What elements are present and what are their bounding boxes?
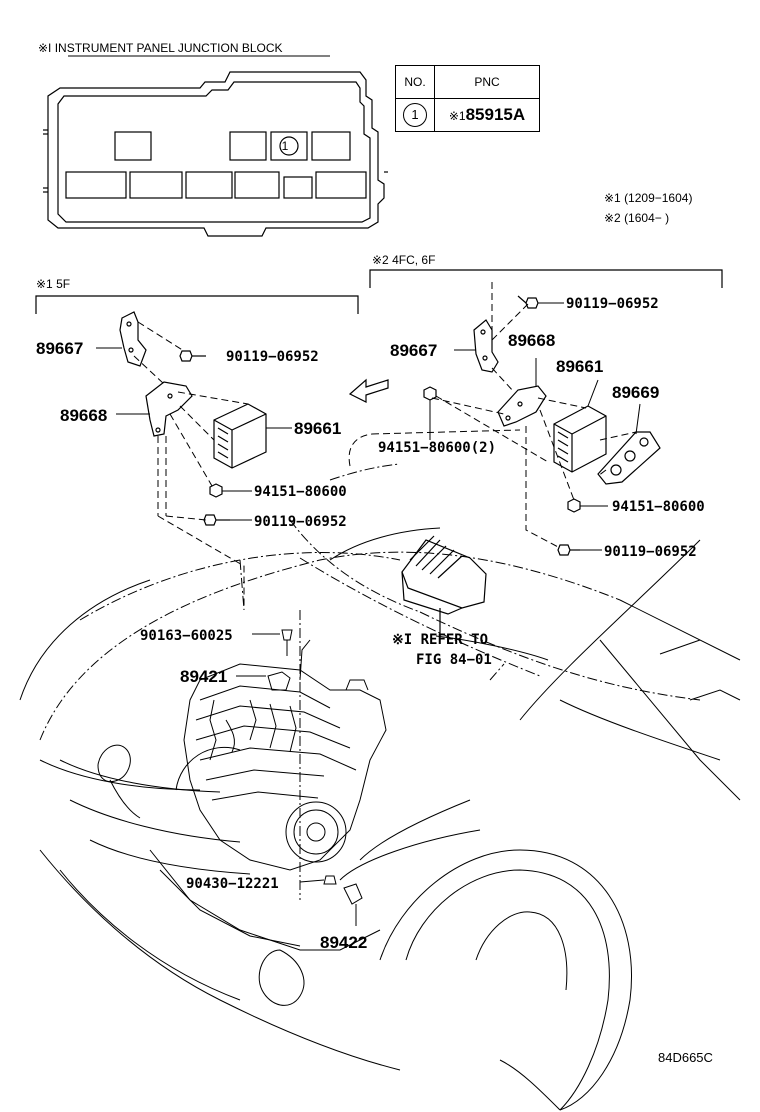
bracket-left xyxy=(35,295,359,314)
vehicle-body-dashed xyxy=(39,463,701,900)
refer-to-line-1: ※I REFER TO xyxy=(392,632,488,648)
part-94151-80600-right: 94151−80600 xyxy=(612,499,705,515)
pnc-row-no-cell: 1 xyxy=(395,98,435,132)
pnc-table-row: 1 ※185915A xyxy=(395,98,540,132)
bracket-right xyxy=(369,269,723,288)
pnc-row-pnc-cell: ※185915A xyxy=(434,98,540,132)
pnc-table-header-row: NO. PNC xyxy=(395,65,540,99)
right-leader-dashes xyxy=(348,282,637,549)
part-90119-06952-left-b: 90119−06952 xyxy=(254,514,347,530)
pnc-table: NO. PNC 1 ※185915A xyxy=(395,65,540,132)
pnc-header-pnc: PNC xyxy=(434,65,540,99)
engine-leader-lines xyxy=(236,633,357,926)
junction-block-drawing xyxy=(43,71,388,237)
engine-drawing xyxy=(183,629,387,905)
direction-arrow-icon xyxy=(348,378,389,403)
junction-position-marker: 1 xyxy=(282,139,289,153)
part-89667-left: 89667 xyxy=(36,339,83,358)
part-89421: 89421 xyxy=(180,667,227,686)
part-89661-right: 89661 xyxy=(556,357,603,376)
section-label-right: ※2 4FC, 6F xyxy=(372,253,435,267)
part-94151-80600-2-right: 94151−80600(2) xyxy=(378,440,496,456)
part-89668-left: 89668 xyxy=(60,406,107,425)
part-90430-12221: 90430−12221 xyxy=(186,876,279,892)
section-label-left: ※1 5F xyxy=(36,277,70,291)
part-89668-right: 89668 xyxy=(508,331,555,350)
pnc-row-no: 1 xyxy=(403,103,427,127)
vehicle-body-solid xyxy=(19,527,741,1111)
pnc-row-value: 85915A xyxy=(465,105,526,124)
left-leader-dashes xyxy=(133,321,249,610)
part-90119-06952-right-top: 90119−06952 xyxy=(566,296,659,312)
note-2: ※2 (1604− ) xyxy=(604,211,669,225)
part-89669-right: 89669 xyxy=(612,383,659,402)
part-90163-60025: 90163−60025 xyxy=(140,628,233,644)
pnc-row-mark: ※1 xyxy=(448,109,466,123)
figure-code: 84D665C xyxy=(658,1050,713,1065)
note-1: ※1 (1209−1604) xyxy=(604,191,692,205)
part-89661-left: 89661 xyxy=(294,419,341,438)
part-89422: 89422 xyxy=(320,933,367,952)
left-assembly-drawing xyxy=(119,311,267,526)
part-90119-06952-left-a: 90119−06952 xyxy=(226,349,319,365)
left-leader-lines xyxy=(96,347,292,521)
refer-to-line-2: FIG 84−01 xyxy=(416,652,492,668)
junction-block-title: ※I INSTRUMENT PANEL JUNCTION BLOCK xyxy=(38,41,283,55)
right-leader-lines xyxy=(429,302,641,551)
part-94151-80600-left: 94151−80600 xyxy=(254,484,347,500)
part-89667-right: 89667 xyxy=(390,341,437,360)
part-90119-06952-right-bottom: 90119−06952 xyxy=(604,544,697,560)
pnc-header-no: NO. xyxy=(395,65,435,99)
